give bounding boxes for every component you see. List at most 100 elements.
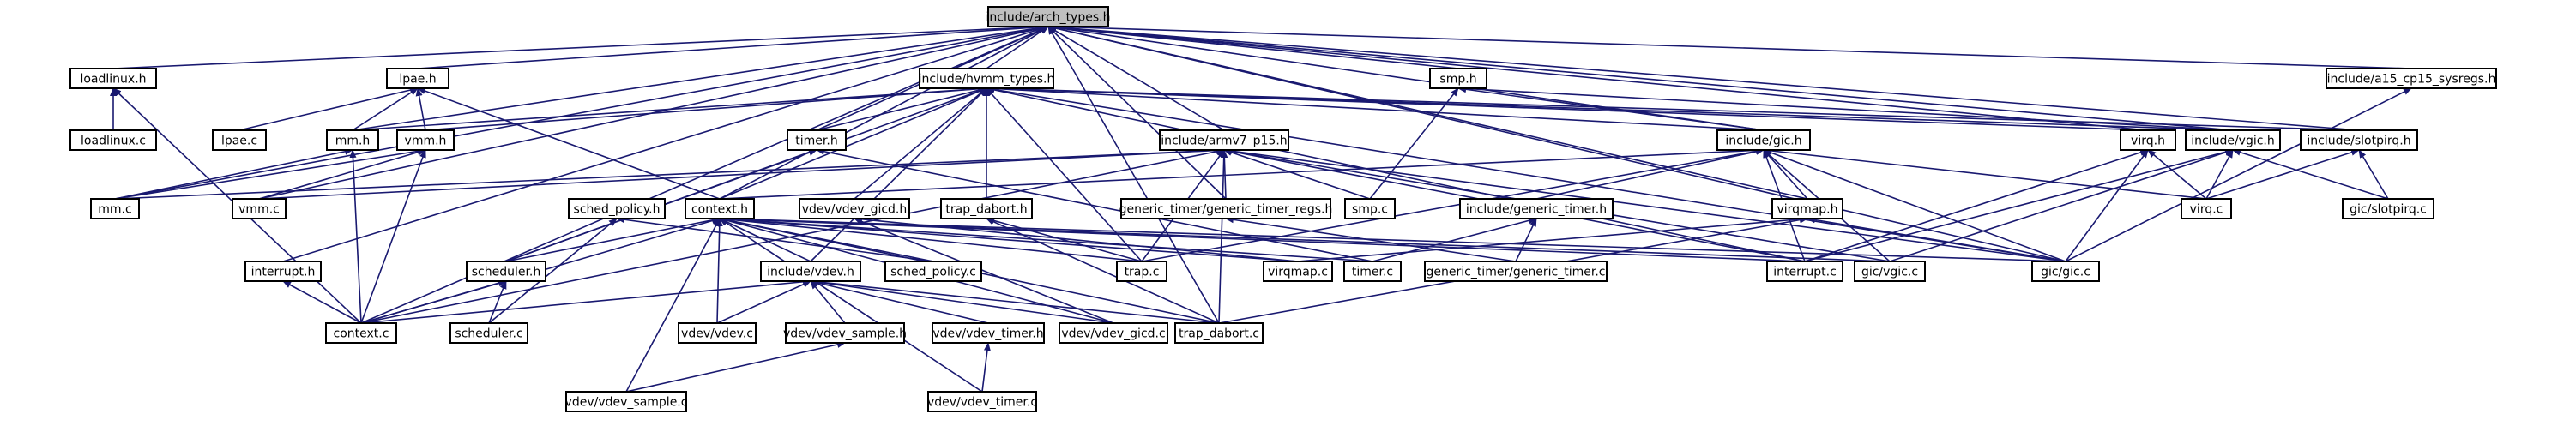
edge-scheduler-c-to-sched-policy-h <box>488 218 618 324</box>
node-context-h[interactable]: context.h <box>685 198 755 219</box>
node-label: vdev/vdev_gicd.c <box>1061 327 1165 341</box>
node-label: trap.c <box>1125 266 1160 279</box>
node-vmm-c[interactable]: vmm.c <box>232 198 287 219</box>
node-include-arch-types-h[interactable]: include/arch_types.h <box>986 6 1111 27</box>
node-include-vdev-h[interactable]: include/vdev.h <box>760 261 861 282</box>
node-virq-c[interactable]: virq.c <box>2181 198 2232 219</box>
node-vdev-vdev-c[interactable]: vdev/vdev.c <box>678 322 757 344</box>
node-label: loadlinux.c <box>81 135 146 148</box>
node-label: sched_policy.h <box>574 203 661 217</box>
node-generic-timer-generic-timer-c[interactable]: generic_timer/generic_timer.c <box>1424 261 1608 282</box>
node-scheduler-h[interactable]: scheduler.h <box>466 261 546 282</box>
node-smp-c[interactable]: smp.c <box>1344 198 1396 219</box>
node-smp-h[interactable]: smp.h <box>1429 68 1487 89</box>
edge-trap-dabort-c-to-trap-dabort-h <box>986 218 1220 324</box>
node-vdev-vdev-timer-c[interactable]: vdev/vdev_timer.c <box>927 391 1037 412</box>
node-label: interrupt.c <box>1773 266 1837 279</box>
node-gic-vgic-c[interactable]: gic/vgic.c <box>1854 261 1926 282</box>
edge-gic-gic-c-to-include-a15-cp15-sysregs-h <box>2065 87 2412 262</box>
node-lpae-h[interactable]: lpae.h <box>386 68 449 89</box>
node-label: vdev/vdev_sample.c <box>565 396 688 410</box>
node-include-vgic-h[interactable]: include/vgic.h <box>2185 129 2281 151</box>
edge-virq-h-to-include-arch-types-h <box>1047 23 2149 131</box>
edge-include-gic-h-to-include-arch-types-h <box>1047 24 1765 131</box>
edge-vmm-h-to-lpae-h <box>415 87 426 131</box>
node-trap-dabort-c[interactable]: trap_dabort.c <box>1174 322 1264 344</box>
node-include-a15-cp15-sysregs-h[interactable]: include/a15_cp15_sysregs.h <box>2326 68 2497 89</box>
node-trap-c[interactable]: trap.c <box>1116 261 1167 282</box>
node-sched-policy-h[interactable]: sched_policy.h <box>568 198 666 219</box>
edge-include-slotpirq-h-to-include-hvmm-types-h <box>986 85 2360 131</box>
node-virqmap-c[interactable]: virqmap.c <box>1263 261 1333 282</box>
node-label: vmm.h <box>405 135 447 148</box>
edge-gic-gic-c-to-virq-h <box>2065 149 2149 262</box>
node-label: generic_timer/generic_timer.c <box>1426 266 1605 279</box>
node-include-hvmm-types-h[interactable]: include/hvmm_types.h <box>919 68 1055 89</box>
node-label: include/armv7_p15.h <box>1161 135 1287 148</box>
node-vmm-h[interactable]: vmm.h <box>396 129 455 151</box>
node-trap-dabort-h[interactable]: trap_dabort.h <box>940 198 1033 219</box>
node-generic-timer-generic-timer-regs-h[interactable]: generic_timer/generic_timer_regs.h <box>1119 198 1333 219</box>
edge-context-c-to-vmm-h <box>360 149 426 324</box>
node-include-generic-timer-h[interactable]: include/generic_timer.h <box>1459 198 1614 219</box>
edge-gic-slotpirq-c-to-include-slotpirq-h <box>2358 149 2389 200</box>
node-context-c[interactable]: context.c <box>325 322 397 344</box>
node-timer-c[interactable]: timer.c <box>1343 261 1402 282</box>
edge-virq-c-to-virq-h <box>2147 149 2207 200</box>
node-label: include/vdev.h <box>767 266 854 279</box>
edge-vdev-vdev-gicd-h-to-include-hvmm-types-h <box>854 87 987 200</box>
node-mm-h[interactable]: mm.h <box>326 129 379 151</box>
node-label: smp.c <box>1352 203 1388 217</box>
edge-vdev-vdev-c-to-context-h <box>715 218 723 324</box>
node-loadlinux-h[interactable]: loadlinux.h <box>69 68 157 89</box>
node-lpae-c[interactable]: lpae.c <box>212 129 267 151</box>
node-virqmap-h[interactable]: virqmap.h <box>1771 198 1843 219</box>
edge-mm-c-to-include-armv7-p15-h <box>114 147 1225 200</box>
edge-mm-h-to-lpae-h <box>352 87 419 131</box>
node-include-slotpirq-h[interactable]: include/slotpirq.h <box>2300 129 2418 151</box>
edge-virq-c-to-include-slotpirq-h <box>2205 148 2360 200</box>
edge-vdev-vdev-timer-c-to-context-h <box>719 218 983 393</box>
edge-interrupt-c-to-include-hvmm-types-h <box>986 86 1806 262</box>
node-include-armv7-p15-h[interactable]: include/armv7_p15.h <box>1159 129 1289 151</box>
node-gic-gic-c[interactable]: gic/gic.c <box>2031 261 2100 282</box>
node-vdev-vdev-gicd-c[interactable]: vdev/vdev_gicd.c <box>1059 322 1168 344</box>
node-virq-h[interactable]: virq.h <box>2120 129 2176 151</box>
node-gic-slotpirq-c[interactable]: gic/slotpirq.c <box>2342 198 2434 219</box>
node-interrupt-c[interactable]: interrupt.c <box>1766 261 1843 282</box>
edge-context-c-to-interrupt-h <box>282 280 362 324</box>
edge-sched-policy-c-to-sched-policy-h <box>616 216 934 262</box>
edge-context-c-to-include-vdev-h <box>360 278 811 324</box>
edge-gic-vgic-c-to-include-vgic-h <box>1889 148 2234 262</box>
node-mm-c[interactable]: mm.c <box>90 198 140 219</box>
edge-include-armv7-p15-h-to-include-arch-types-h <box>1047 26 1225 131</box>
node-timer-h[interactable]: timer.h <box>787 129 847 151</box>
edge-mm-c-to-vmm-h <box>114 147 426 200</box>
edge-trap-c-to-trap-dabort-h <box>986 217 1143 262</box>
node-label: virq.h <box>2131 135 2165 148</box>
node-vdev-vdev-sample-c[interactable]: vdev/vdev_sample.c <box>565 391 688 412</box>
node-label: gic/slotpirq.c <box>2350 203 2427 217</box>
node-label: virq.c <box>2190 203 2223 217</box>
node-vdev-vdev-gicd-h[interactable]: vdev/vdev_gicd.h <box>799 198 910 219</box>
node-label: gic/vgic.c <box>1861 266 1918 279</box>
node-label: vdev/vdev_timer.h <box>932 327 1043 341</box>
node-vdev-vdev-sample-h[interactable]: vdev/vdev_sample.h <box>783 322 907 344</box>
node-vdev-vdev-timer-h[interactable]: vdev/vdev_timer.h <box>932 322 1045 344</box>
node-interrupt-h[interactable]: interrupt.h <box>244 261 322 282</box>
edge-context-h-to-include-gic-h <box>719 147 1765 200</box>
node-loadlinux-c[interactable]: loadlinux.c <box>69 129 157 151</box>
edge-generic-timer-generic-timer-c-to-generic-timer-generic-timer-regs-h <box>1225 216 1517 262</box>
node-scheduler-c[interactable]: scheduler.c <box>449 322 528 344</box>
edge-gic-gic-c-to-context-h <box>719 215 2066 262</box>
edge-context-c-to-scheduler-h <box>360 279 507 324</box>
node-label: include/hvmm_types.h <box>919 73 1055 87</box>
node-label: vdev/vdev_timer.c <box>927 396 1037 410</box>
node-sched-policy-c[interactable]: sched_policy.c <box>884 261 982 282</box>
node-label: trap_dabort.h <box>945 203 1027 217</box>
node-label: include/generic_timer.h <box>1466 203 1607 217</box>
node-label: vmm.c <box>238 203 280 217</box>
edge-include-hvmm-types-h-to-include-arch-types-h <box>986 26 1049 69</box>
node-include-gic-h[interactable]: include/gic.h <box>1716 129 1811 151</box>
node-label: include/slotpirq.h <box>2307 135 2410 148</box>
